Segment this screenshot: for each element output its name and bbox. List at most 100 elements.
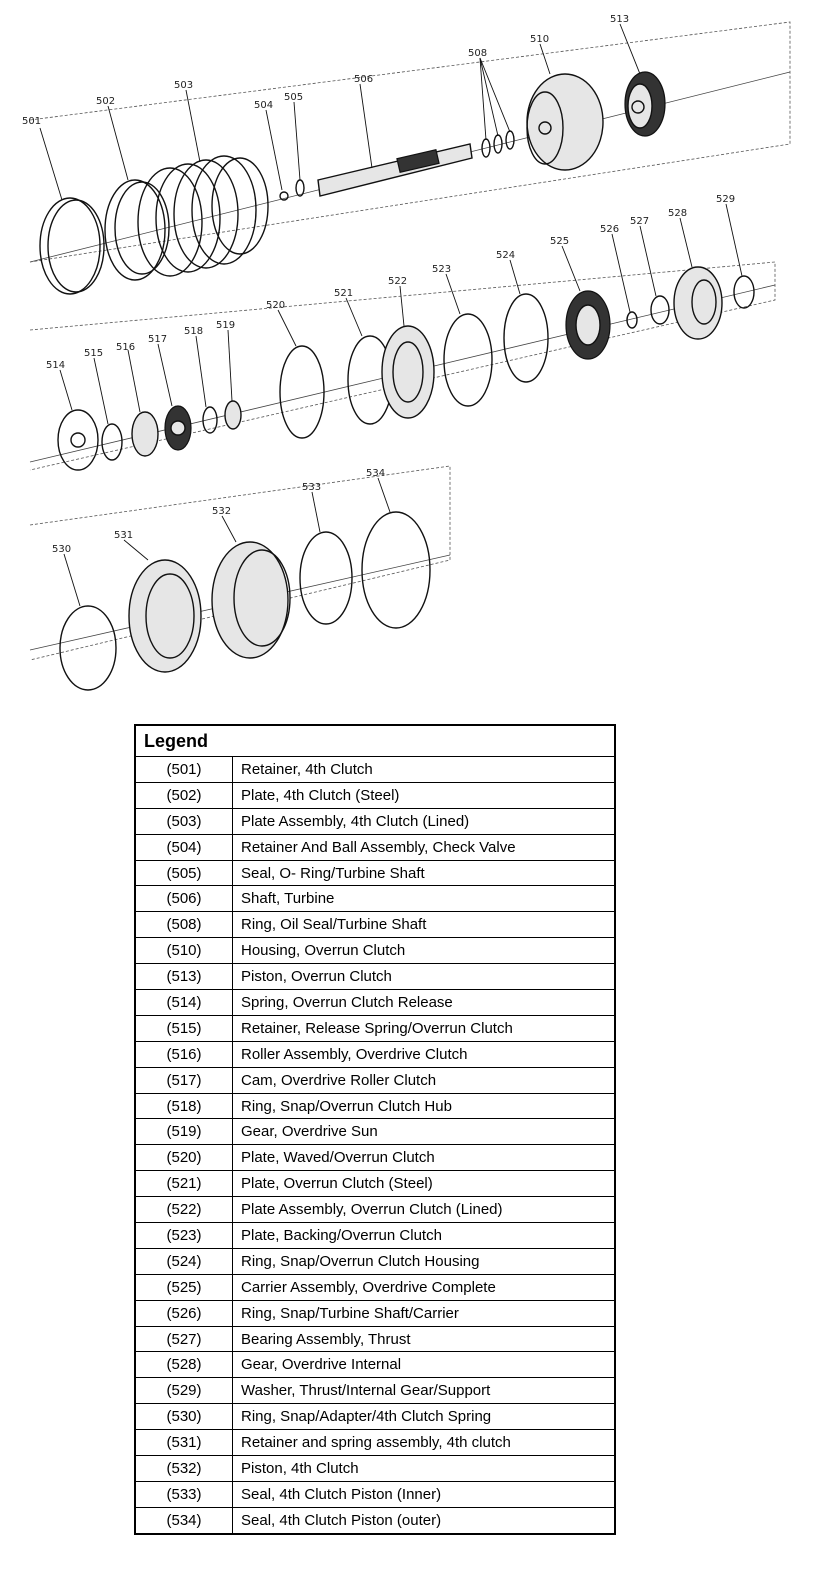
legend-description: Roller Assembly, Overdrive Clutch (232, 1040, 616, 1068)
part-517 (164, 405, 192, 451)
table-row: (533)Seal, 4th Clutch Piston (Inner) (134, 1480, 616, 1508)
table-row: (515)Retainer, Release Spring/Overrun Cl… (134, 1014, 616, 1042)
legend-body: (501)Retainer, 4th Clutch(502)Plate, 4th… (134, 756, 616, 1535)
legend-description: Retainer and spring assembly, 4th clutch (232, 1429, 616, 1457)
legend-description: Bearing Assembly, Thrust (232, 1325, 616, 1353)
legend-description: Plate, 4th Clutch (Steel) (232, 781, 616, 809)
legend-code: (508) (134, 911, 233, 939)
part-502 (104, 179, 170, 281)
legend-description: Cam, Overdrive Roller Clutch (232, 1066, 616, 1094)
legend-code: (532) (134, 1455, 233, 1482)
legend-code: (522) (134, 1196, 233, 1224)
legend-description: Seal, 4th Clutch Piston (outer) (232, 1506, 616, 1535)
part-531 (128, 559, 202, 673)
table-row: (514)Spring, Overrun Clutch Release (134, 989, 616, 1016)
table-row: (505)Seal, O- Ring/Turbine Shaft (134, 859, 616, 887)
legend-code: (504) (134, 833, 233, 861)
table-row: (530)Ring, Snap/Adapter/4th Clutch Sprin… (134, 1403, 616, 1431)
part-520 (279, 345, 325, 439)
part-524 (503, 293, 549, 383)
section-frame-middle (29, 261, 776, 471)
part-506 (317, 143, 473, 197)
callout-534: 534 (366, 468, 385, 479)
legend-description: Ring, Snap/Overrun Clutch Hub (232, 1092, 616, 1120)
table-row: (523)Plate, Backing/Overrun Clutch (134, 1222, 616, 1249)
table-row: (524)Ring, Snap/Overrun Clutch Housing (134, 1247, 616, 1275)
table-row: (501)Retainer, 4th Clutch (134, 756, 616, 783)
legend-header-row: Legend (134, 724, 616, 757)
legend-description: Piston, 4th Clutch (232, 1455, 616, 1482)
table-row: (516)Roller Assembly, Overdrive Clutch (134, 1040, 616, 1068)
table-row: (531)Retainer and spring assembly, 4th c… (134, 1429, 616, 1457)
table-row: (519)Gear, Overdrive Sun (134, 1118, 616, 1146)
part-504 (279, 191, 289, 201)
legend-code: (527) (134, 1325, 233, 1353)
legend-code: (521) (134, 1170, 233, 1198)
legend-description: Shaft, Turbine (232, 885, 616, 913)
callout-520: 520 (266, 300, 285, 311)
callout-525: 525 (550, 236, 569, 247)
callout-526: 526 (600, 224, 619, 235)
legend-code: (502) (134, 781, 233, 809)
table-row: (525)Carrier Assembly, Overdrive Complet… (134, 1273, 616, 1301)
part-515 (101, 423, 123, 461)
part-533 (299, 531, 353, 625)
section-frame-top (29, 21, 791, 263)
table-row: (506)Shaft, Turbine (134, 885, 616, 913)
callout-531: 531 (114, 530, 133, 541)
legend-code: (515) (134, 1014, 233, 1042)
callout-515: 515 (84, 348, 103, 359)
legend-description: Retainer And Ball Assembly, Check Valve (232, 833, 616, 861)
callout-517: 517 (148, 334, 167, 345)
legend-description: Plate, Waved/Overrun Clutch (232, 1144, 616, 1172)
part-527 (650, 295, 670, 325)
legend-code: (501) (134, 756, 233, 783)
leader-lines (39, 23, 743, 607)
legend-description: Plate, Backing/Overrun Clutch (232, 1222, 616, 1249)
table-row: (529)Washer, Thrust/Internal Gear/Suppor… (134, 1377, 616, 1405)
legend-code: (533) (134, 1480, 233, 1508)
legend-description: Plate Assembly, 4th Clutch (Lined) (232, 807, 616, 835)
part-518 (202, 406, 218, 434)
legend-description: Retainer, Release Spring/Overrun Clutch (232, 1014, 616, 1042)
legend-description: Ring, Snap/Turbine Shaft/Carrier (232, 1299, 616, 1327)
callout-521: 521 (334, 288, 353, 299)
legend-code: (518) (134, 1092, 233, 1120)
callout-516: 516 (116, 342, 135, 353)
table-row: (508)Ring, Oil Seal/Turbine Shaft (134, 911, 616, 939)
legend-description: Retainer, 4th Clutch (232, 756, 616, 783)
legend-code: (530) (134, 1403, 233, 1431)
legend-code: (514) (134, 989, 233, 1016)
legend-code: (506) (134, 885, 233, 913)
legend-code: (534) (134, 1506, 233, 1535)
table-row: (534)Seal, 4th Clutch Piston (outer) (134, 1506, 616, 1535)
legend-description: Spring, Overrun Clutch Release (232, 989, 616, 1016)
legend-description: Piston, Overrun Clutch (232, 963, 616, 991)
part-501 (39, 197, 105, 295)
table-row: (528)Gear, Overdrive Internal (134, 1351, 616, 1379)
part-514 (57, 409, 99, 471)
callout-503: 503 (174, 80, 193, 91)
legend-code: (523) (134, 1222, 233, 1249)
part-525 (565, 290, 611, 360)
part-513 (624, 71, 666, 137)
legend-description: Washer, Thrust/Internal Gear/Support (232, 1377, 616, 1405)
part-534 (361, 511, 431, 629)
part-528 (673, 266, 723, 340)
part-529 (733, 275, 755, 309)
part-516 (131, 411, 159, 457)
legend-code: (517) (134, 1066, 233, 1094)
callout-504: 504 (254, 100, 273, 111)
table-row: (513)Piston, Overrun Clutch (134, 963, 616, 991)
table-row: (517)Cam, Overdrive Roller Clutch (134, 1066, 616, 1094)
callout-524: 524 (496, 250, 515, 261)
legend-description: Gear, Overdrive Internal (232, 1351, 616, 1379)
table-row: (520)Plate, Waved/Overrun Clutch (134, 1144, 616, 1172)
legend-code: (510) (134, 937, 233, 965)
legend-code: (503) (134, 807, 233, 835)
part-526 (626, 311, 638, 329)
callout-532: 532 (212, 506, 231, 517)
legend-description: Seal, O- Ring/Turbine Shaft (232, 859, 616, 887)
legend-title: Legend (134, 724, 616, 757)
part-519 (224, 400, 242, 430)
